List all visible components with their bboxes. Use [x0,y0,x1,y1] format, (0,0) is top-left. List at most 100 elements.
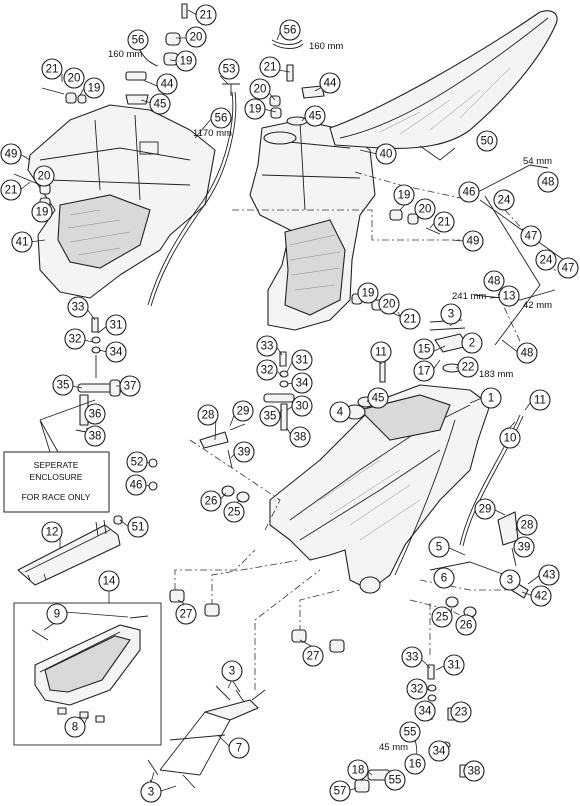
callout-circle [119,375,141,397]
callout-circle [455,614,477,636]
callout-35: 35 [259,405,281,427]
callout-number: 50 [481,136,494,148]
callout-34: 34 [428,740,450,762]
callout-circle [384,769,406,791]
seat [329,10,558,161]
callout-circle [105,341,127,363]
callout-number: 55 [389,775,402,787]
callout-circle [105,314,127,336]
callout-26: 26 [200,490,222,512]
bolt-top-left [181,3,188,19]
callout-number: 35 [57,380,70,392]
callout-25: 25 [223,501,245,523]
callout-14: 14 [98,570,120,592]
callout-34: 34 [105,341,127,363]
callout-19: 19 [244,98,266,120]
callout-45: 45 [367,387,389,409]
callout-21: 21 [433,211,455,233]
callout-21: 21 [41,58,63,80]
callout-45: 45 [149,93,171,115]
callout-circle [279,19,301,41]
callout-number: 20 [190,32,203,44]
callout-number: 34 [110,347,123,359]
callout-number: 12 [46,527,59,539]
callout-47: 47 [557,257,579,279]
callout-circle [474,498,496,520]
callout-number: 43 [543,570,556,582]
callout-3: 3 [221,660,243,682]
callout-number: 19 [180,56,193,68]
dimension-label: 241 mm [452,291,486,302]
callout-number: 14 [103,576,116,588]
callout-2: 2 [461,332,483,354]
callout-number: 38 [294,432,307,444]
callout-7: 7 [228,737,250,759]
callout-number: 45 [154,99,167,111]
callout-number: 19 [88,83,101,95]
callout-circle [52,374,74,396]
protector-plate [17,519,121,586]
callout-number: 24 [540,255,553,267]
callout-16: 16 [404,753,426,775]
callout-number: 45 [372,393,385,405]
callout-number: 53 [223,64,236,76]
callout-number: 32 [261,365,274,377]
callout-number: 57 [334,786,347,798]
callout-50: 50 [476,130,498,152]
callout-number: 8 [72,722,78,734]
callout-circle [476,130,498,152]
callout-circle [31,201,53,223]
callout-circle [0,179,22,201]
callout-circle [529,389,551,411]
callout-38: 38 [289,426,311,448]
callout-number: 31 [296,355,309,367]
callout-number: 15 [418,344,431,356]
callout-43: 43 [538,564,560,586]
callout-circle [557,257,579,279]
callout-32: 32 [64,328,86,350]
callout-28: 28 [516,514,538,536]
callout-circle [462,230,484,252]
callout-number: 20 [419,204,432,216]
callout-3: 3 [499,569,521,591]
callout-34: 34 [291,372,313,394]
callout-number: 27 [180,609,193,621]
callout-circle [516,514,538,536]
callout-circle [537,171,559,193]
callout-number: 22 [462,362,475,374]
callout-circle [195,4,217,26]
callout-number: 31 [110,320,123,332]
callout-circle [463,760,485,782]
callout-circle [249,78,271,100]
dimension-label: 160 mm [108,49,142,60]
callout-13: 13 [498,285,520,307]
callout-number: 47 [562,263,575,275]
callout-circle [428,740,450,762]
callout-number: 49 [5,149,18,161]
callout-number: 46 [130,480,143,492]
callout-circle [140,781,162,803]
callout-circle [291,395,313,417]
callout-number: 56 [132,35,145,47]
callout-number: 7 [236,743,242,755]
callout-32: 32 [406,678,428,700]
callout-number: 25 [436,612,449,624]
callout-38: 38 [84,425,106,447]
callout-38: 38 [463,760,485,782]
callout-17: 17 [413,360,435,382]
callout-circle [493,189,515,211]
callout-31: 31 [443,654,465,676]
callout-23: 23 [450,701,472,723]
callout-number: 49 [467,236,480,248]
callout-21: 21 [399,308,421,330]
callout-26: 26 [455,614,477,636]
callout-number: 33 [72,302,85,314]
callout-number: 2 [469,338,475,350]
callout-29: 29 [232,400,254,422]
callout-circle [83,77,105,99]
note-line-2: ENCLOSURE [30,472,83,482]
callout-1: 1 [480,387,502,409]
callout-11: 11 [370,341,392,363]
right-tank-half [249,119,376,331]
callout-56: 56 [127,29,149,51]
